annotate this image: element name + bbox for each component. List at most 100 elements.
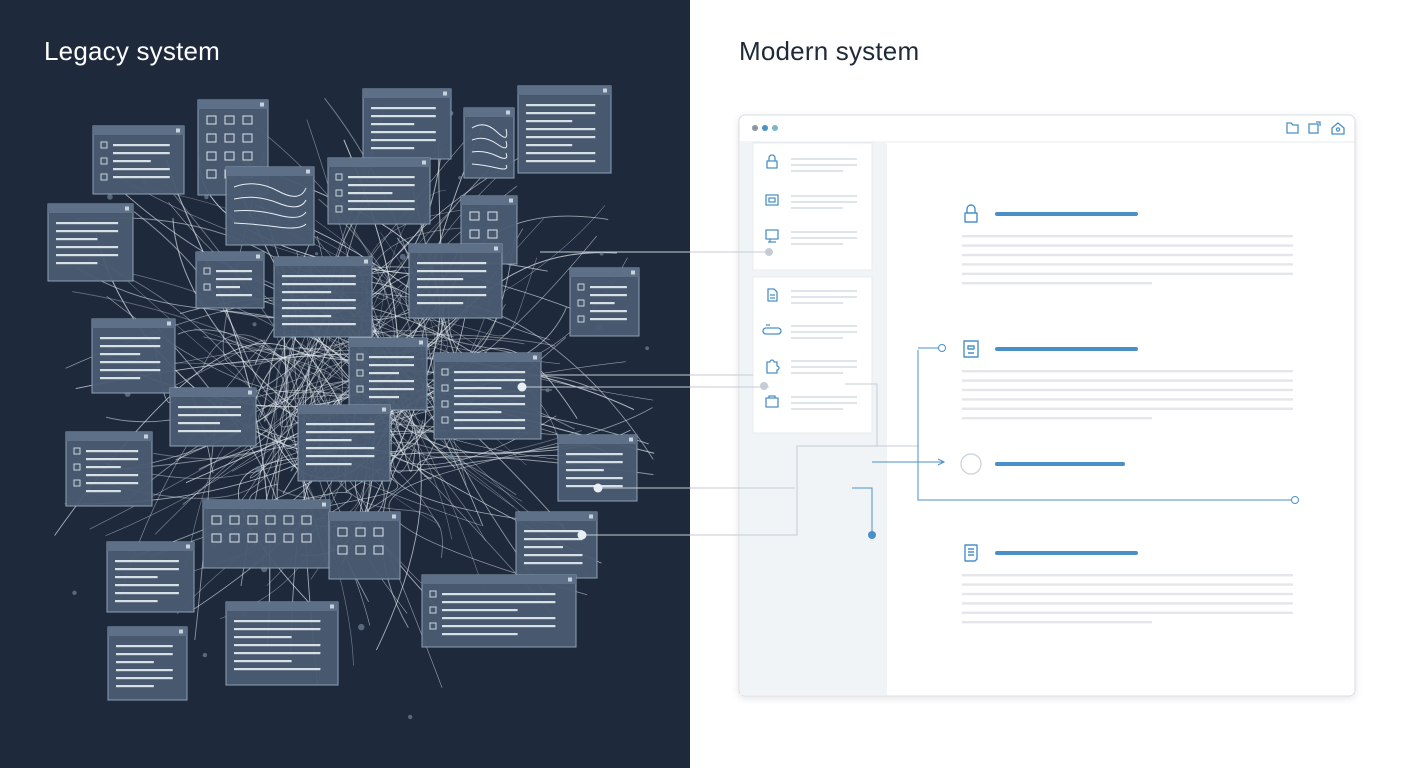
tangled-wire: [417, 455, 654, 480]
modern-title: Modern system: [739, 36, 920, 66]
connector-node: [868, 531, 876, 539]
section-text-line: [962, 574, 1293, 577]
stray-node: [252, 322, 257, 327]
section-text-line: [962, 253, 1293, 257]
sidebar-item[interactable]: [766, 359, 857, 374]
tangled-wire: [194, 328, 523, 502]
section-heading-bar: [995, 551, 1138, 555]
modern-browser-window: [738, 114, 1356, 697]
legacy-window: [47, 203, 134, 282]
stray-node: [448, 454, 455, 460]
section-text-line: [962, 407, 1293, 410]
legacy-window: [517, 85, 612, 174]
receipt-icon: [964, 544, 978, 562]
legacy-window: [297, 404, 391, 482]
legacy-window: [463, 107, 515, 179]
legacy-window: [169, 387, 257, 447]
briefcase-icon: [765, 395, 779, 408]
sidebar-item[interactable]: [762, 324, 857, 339]
legacy-window: [65, 431, 153, 507]
content-section[interactable]: [960, 453, 1125, 475]
stray-node: [107, 194, 113, 200]
tangled-wire: [283, 257, 538, 337]
card-icon: [765, 194, 779, 206]
section-text-line: [962, 398, 1293, 401]
sidebar-item[interactable]: [765, 229, 857, 245]
legacy-window: [348, 337, 428, 411]
tangled-wire: [129, 185, 448, 354]
content-section[interactable]: [962, 544, 1293, 624]
window-dot-teal: [772, 125, 778, 131]
stray-node: [399, 253, 406, 260]
tangled-wire: [87, 259, 274, 499]
connector-node: [1291, 496, 1299, 504]
toggle-icon: [762, 324, 782, 335]
migration-connectors: [517, 248, 1299, 540]
legacy-window: [421, 574, 577, 648]
bag-icon: [766, 154, 778, 169]
connector-line: [582, 445, 918, 536]
section-text-line: [962, 583, 1293, 586]
tangled-wire: [279, 134, 429, 428]
home-icon[interactable]: [1331, 122, 1345, 135]
legacy-window: [106, 541, 195, 613]
section-text-line: [962, 282, 1152, 285]
legacy-window: [91, 318, 176, 394]
section-text-line: [962, 388, 1293, 392]
legacy-window: [433, 352, 542, 440]
section-heading-bar: [995, 347, 1138, 351]
tangled-wire: [116, 339, 266, 609]
lock-icon: [964, 204, 978, 223]
section-text-line: [962, 263, 1293, 266]
legacy-window: [92, 125, 185, 195]
sidebar-items: [762, 154, 857, 410]
section-text-line: [962, 370, 1293, 373]
section-text-line: [962, 592, 1293, 596]
tangled-wire: [65, 292, 550, 369]
section-heading-bar: [995, 462, 1125, 466]
external-window-icon[interactable]: [1308, 121, 1321, 134]
section-text-line: [962, 602, 1293, 605]
stray-node: [545, 388, 550, 393]
section-text-line: [962, 611, 1293, 614]
section-text-line: [962, 272, 1293, 275]
connector-line: [917, 350, 1295, 501]
legacy-window: [569, 267, 640, 337]
sidebar-item[interactable]: [766, 154, 857, 172]
legacy-window: [202, 499, 331, 569]
tangled-wire: [72, 291, 487, 542]
sidebar-item[interactable]: [765, 194, 857, 209]
tangled-wire: [185, 425, 354, 666]
tangled-wire: [54, 297, 337, 536]
browser-toolbar: [739, 121, 1355, 143]
legacy-window: [408, 243, 503, 319]
window-dot-blue: [762, 125, 768, 131]
legacy-window: [107, 626, 188, 701]
connector-line: [845, 383, 878, 446]
legacy-windows: [47, 85, 640, 701]
connector-node: [593, 483, 603, 493]
sidebar-item[interactable]: [767, 288, 857, 304]
legacy-window: [195, 251, 265, 309]
sidebar-item[interactable]: [765, 395, 857, 410]
tangled-wire: [261, 336, 297, 569]
stray-node: [408, 714, 413, 720]
section-text-line: [962, 417, 1152, 420]
section-text-line: [962, 379, 1293, 382]
legacy-window: [273, 256, 373, 338]
tangled-wire: [153, 334, 297, 460]
stray-node: [72, 590, 77, 595]
content-section[interactable]: [962, 340, 1293, 420]
form-icon: [963, 340, 979, 358]
content-section[interactable]: [962, 204, 1293, 285]
stray-node: [358, 623, 365, 631]
window-dot-grey: [752, 125, 758, 131]
folder-icon[interactable]: [1286, 122, 1299, 134]
legacy-window: [327, 157, 431, 225]
stray-node: [315, 252, 319, 256]
legacy-window: [225, 601, 339, 686]
section-heading-bar: [995, 212, 1138, 216]
content-sections: [960, 204, 1293, 624]
